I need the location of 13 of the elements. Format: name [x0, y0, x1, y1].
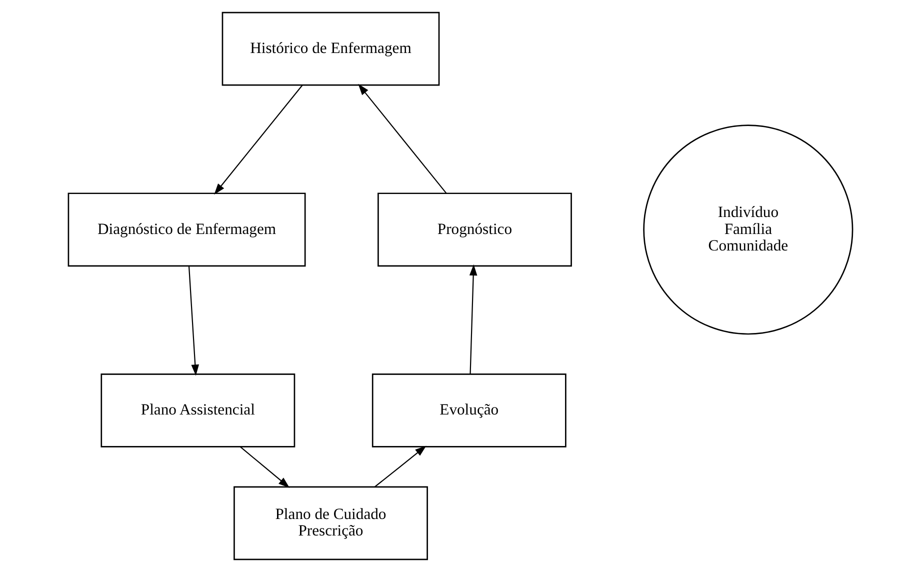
arrow — [239, 446, 290, 488]
arrow — [214, 84, 302, 195]
arrow — [374, 446, 426, 488]
node-box: Diagnóstico de Enfermagem — [67, 192, 306, 267]
node-circle: Indivíduo Família Comunidade — [642, 124, 853, 335]
node-box: Plano de Cuidado Prescrição — [233, 486, 428, 560]
arrow — [358, 84, 446, 194]
node-box: Prognóstico — [377, 192, 572, 267]
node-box: Histórico de Enfermagem — [221, 12, 440, 86]
arrow — [468, 264, 477, 374]
node-box: Plano Assistencial — [100, 374, 295, 448]
arrow — [188, 266, 199, 376]
node-box: Evolução — [371, 374, 566, 448]
